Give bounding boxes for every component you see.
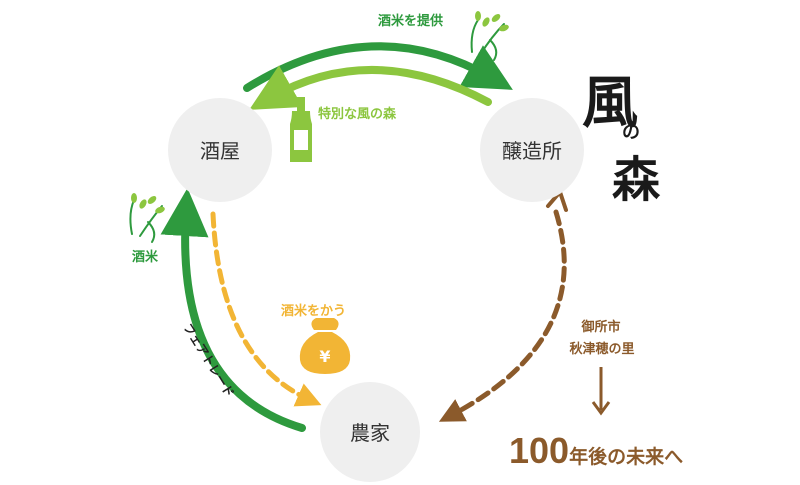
node-sakaya-label: 酒屋 bbox=[200, 139, 240, 163]
yen-symbol: ¥ bbox=[319, 347, 330, 366]
arrow-down-future-head bbox=[591, 401, 611, 416]
node-noka-label: 農家 bbox=[350, 421, 390, 445]
arrow-special-sake bbox=[249, 65, 492, 110]
logo-char-mori: 森 bbox=[612, 152, 661, 208]
rice-plant-icon-left bbox=[129, 193, 165, 243]
node-jozosho-label: 醸造所 bbox=[502, 139, 562, 163]
label-future-number: 100 bbox=[509, 430, 570, 471]
money-bag-icon: ¥ bbox=[299, 318, 351, 374]
label-future: 100年後の未来へ bbox=[509, 430, 683, 472]
arrow-fair-trade bbox=[210, 211, 322, 407]
label-location-line1: 御所市 bbox=[581, 320, 621, 335]
logo-char-kaze: 風 bbox=[582, 70, 638, 136]
node-noka bbox=[320, 382, 420, 482]
node-jozosho bbox=[480, 98, 584, 202]
rice-plant-icon-top bbox=[470, 11, 509, 61]
logo-char-no: の bbox=[622, 122, 640, 143]
label-buy-rice: 酒米をかう bbox=[281, 304, 347, 319]
kaze-no-mori-logo: 風 の 森 bbox=[582, 58, 682, 208]
label-location-line2: 秋津穂の里 bbox=[569, 342, 635, 357]
arrow-sake-rice bbox=[160, 188, 306, 432]
label-special-sake: 特別な風の森 bbox=[318, 107, 397, 122]
node-sakaya bbox=[168, 98, 272, 202]
label-future-text: 年後の未来へ bbox=[569, 446, 684, 468]
label-provide-rice: 酒米を提供 bbox=[378, 14, 444, 29]
label-sake-rice: 酒米 bbox=[132, 250, 159, 265]
sake-bottle-icon bbox=[290, 97, 312, 162]
arrow-location bbox=[438, 209, 567, 422]
